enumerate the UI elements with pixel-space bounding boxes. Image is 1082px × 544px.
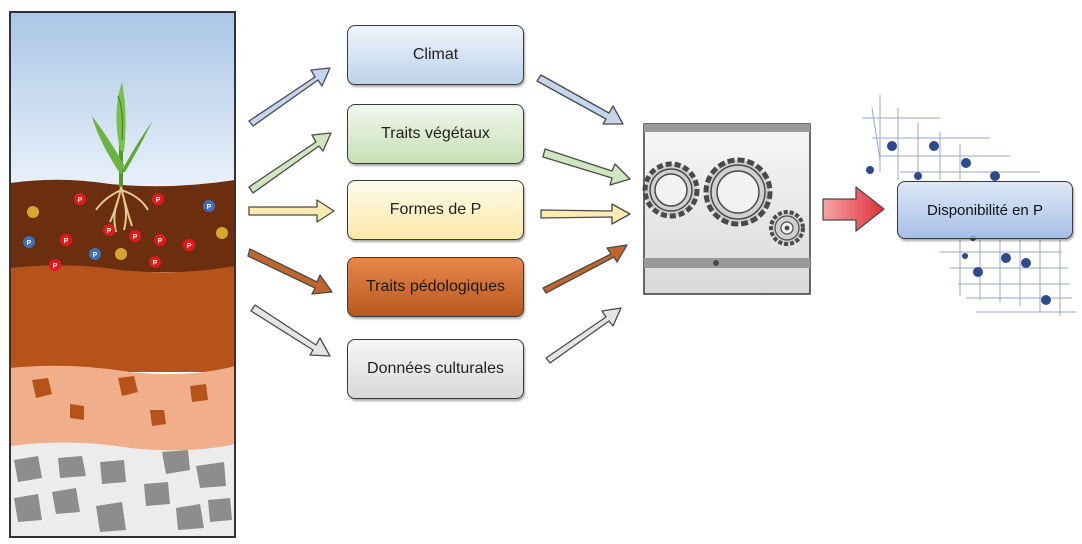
monitor-top-bar (644, 124, 810, 132)
p-particle-labels: P P P P P P P P P P P P (27, 197, 212, 270)
subsoil-layer (10, 265, 235, 372)
soil-profile (9, 11, 236, 538)
plant-leaf (121, 122, 152, 172)
arrow-from-formes-p (540, 203, 631, 225)
gear-icon (642, 161, 700, 219)
p-particle-blue (23, 236, 35, 248)
factor-donnees-culturales: Données culturales (347, 339, 524, 399)
p-label: P (93, 252, 98, 259)
p-particle-red (60, 234, 72, 246)
arrow-to-result (822, 186, 885, 232)
p-particle-gold (115, 248, 127, 260)
arrow-from-donnees-culturales (545, 307, 622, 364)
computer-monitor (642, 123, 811, 295)
bedrock-stone (96, 502, 126, 532)
factor-traits-vegetaux: Traits végétaux (347, 104, 524, 164)
p-particle-red (152, 193, 164, 205)
p-label: P (133, 234, 138, 241)
arrow-from-traits-pedologiques (542, 244, 628, 294)
monitor-power-button (713, 260, 719, 266)
result-box: Disponibilité en P (897, 181, 1073, 239)
factor-climat: Climat (347, 25, 524, 85)
soil-pebble (150, 410, 166, 426)
p-label: P (78, 197, 83, 204)
result-label: Disponibilité en P (927, 201, 1043, 219)
bedrock-stone (58, 456, 86, 478)
bedrock-stone (162, 450, 190, 474)
arrow-to-climat (248, 67, 331, 127)
soil-profile-border (9, 11, 236, 538)
soil-pebble (190, 384, 208, 402)
p-particle-red (49, 259, 61, 271)
p-particle-gold (27, 206, 39, 218)
arrow-to-donnees-culturales (250, 304, 331, 357)
p-label: P (107, 228, 112, 235)
factor-traits-pedologiques: Traits pédologiques (347, 257, 524, 317)
output-arrows (536, 74, 631, 364)
bedrock-stone (52, 488, 80, 514)
soil-pebble (70, 404, 84, 420)
arrow-to-traits-pedologiques (247, 248, 333, 295)
arrow-from-traits-vegetaux (542, 148, 631, 186)
p-particle-red (149, 256, 161, 268)
p-particle-red (154, 234, 166, 246)
p-label: P (187, 243, 192, 250)
p-particle-red (183, 239, 195, 251)
plant (92, 82, 152, 233)
lower-subsoil-layer (10, 365, 235, 452)
arrow-to-formes-p (248, 199, 335, 223)
factor-donnees-culturales-label: Données culturales (367, 360, 504, 377)
p-particle-red (103, 224, 115, 236)
input-arrows (247, 67, 335, 357)
result-data-grid (862, 95, 1076, 316)
soil-pebble (32, 378, 52, 398)
topsoil-layer (10, 179, 235, 272)
p-label: P (156, 197, 161, 204)
p-label: P (27, 240, 32, 247)
bedrock-stone (176, 504, 204, 530)
plant-roots (95, 186, 149, 233)
factor-traits-pedologiques-label: Traits pédologiques (365, 278, 506, 295)
p-particle-blue (203, 200, 215, 212)
p-particle-blue (89, 248, 101, 260)
bedrock-stone (144, 482, 170, 506)
bedrock-stone (14, 494, 42, 522)
factor-formes-p-label: Formes de P (389, 201, 482, 218)
gear-icon (703, 157, 773, 227)
soil-pebble (118, 376, 138, 396)
bedrock-stone (208, 498, 232, 522)
p-label: P (64, 238, 69, 245)
p-label: P (207, 204, 212, 211)
result-data-dots (866, 141, 1051, 305)
gear-icon (769, 210, 805, 246)
bedrock-stone (196, 462, 226, 488)
factor-traits-vegetaux-label: Traits végétaux (381, 125, 490, 142)
p-particle-red (74, 193, 86, 205)
arrow-to-traits-vegetaux (248, 132, 332, 194)
monitor-bottom-bar (644, 258, 810, 268)
factor-climat-label: Climat (412, 46, 459, 63)
p-label: P (53, 263, 58, 270)
p-particle-gold (216, 227, 228, 239)
bedrock-stone (14, 456, 42, 482)
factor-formes-p: Formes de P (347, 180, 524, 240)
plant-leaf (117, 95, 124, 141)
p-label: P (158, 238, 163, 245)
arrow-from-climat (536, 74, 624, 125)
p-label: P (153, 260, 158, 267)
plant-leaf (92, 116, 124, 175)
bedrock-stone (100, 460, 126, 484)
p-particles (23, 193, 228, 271)
p-particle-red (129, 230, 141, 242)
